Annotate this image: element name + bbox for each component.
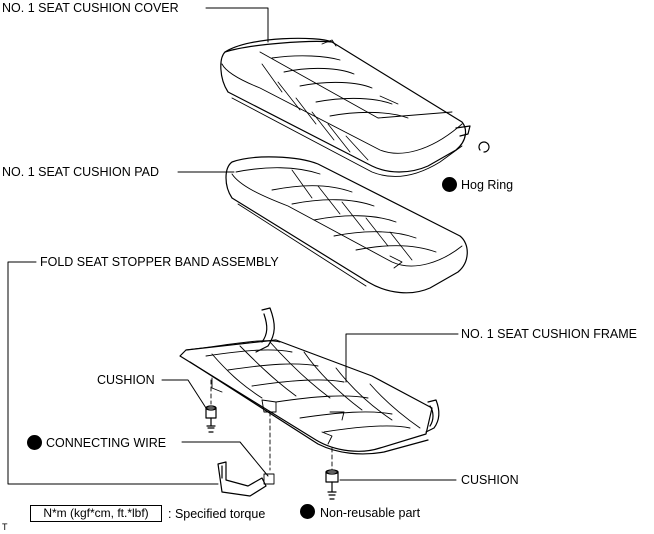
hog-ring-drawing [478,141,490,153]
cushion-left-label: CUSHION [97,373,155,387]
pad-label: NO. 1 SEAT CUSHION PAD [2,165,159,179]
stopper-band-label: FOLD SEAT STOPPER BAND ASSEMBLY [40,255,279,269]
seat-cushion-cover-drawing [220,37,471,177]
leader-lines [7,7,459,485]
torque-legend-box: N*m (kgf*cm, ft.*lbf) [30,505,162,522]
corner-mark: T [2,522,8,532]
connecting-wire-non-reusable-icon [27,435,42,450]
seat-cushion-frame-drawing [179,307,440,455]
frame-label: NO. 1 SEAT CUSHION FRAME [461,327,637,341]
left-cushion-leader-line [161,379,207,409]
seat-cushion-pad-drawing [225,156,468,294]
connecting-wire-label: CONNECTING WIRE [46,436,167,450]
cover-label: NO. 1 SEAT CUSHION COVER [2,1,179,15]
cover-leader-line [205,7,269,43]
stopper-band-drawing [217,411,275,497]
connecting-wire-leader-line [181,441,269,477]
hog-ring-non-reusable-icon [442,177,457,192]
non-reusable-legend-icon [300,504,315,519]
hog-ring-label: Hog Ring [461,178,514,192]
cushion-right-label: CUSHION [461,473,519,487]
stopper-band-leader-line [7,261,219,485]
non-reusable-legend-text: Non-reusable part [320,506,421,520]
right-cushion-drawing [325,447,339,500]
frame-leader-line [345,333,459,383]
left-cushion-drawing [205,379,217,433]
torque-legend-text: : Specified torque [168,507,266,521]
